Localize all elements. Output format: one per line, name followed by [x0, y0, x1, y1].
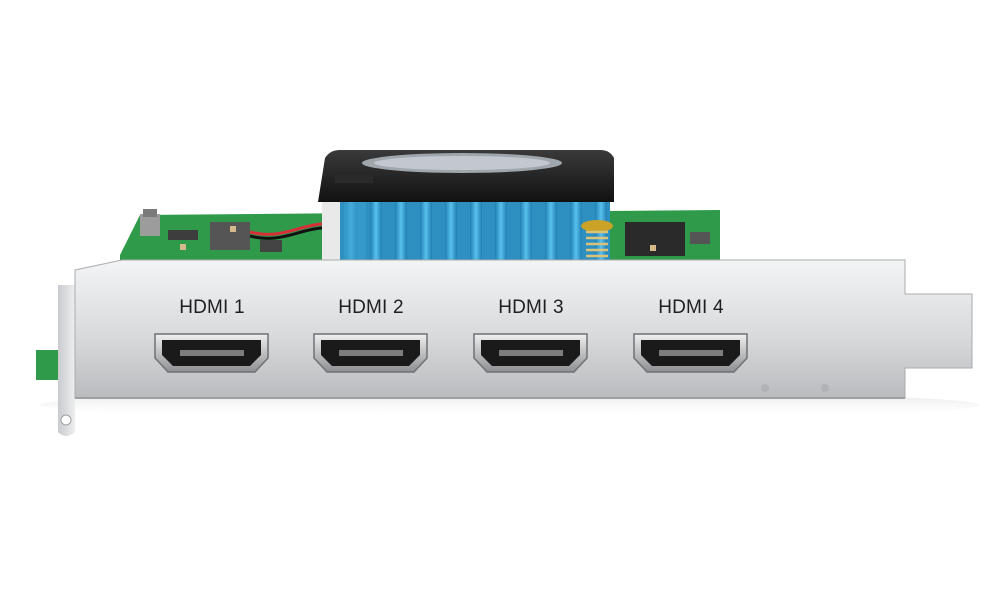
hdmi-port-3	[473, 333, 588, 373]
hdmi-port-1	[154, 333, 269, 373]
hdmi-port-2	[313, 333, 428, 373]
hdmi-port-1-label: HDMI 1	[179, 297, 245, 318]
cooling-fan-icon	[318, 150, 614, 202]
pcie-bracket	[58, 259, 973, 436]
hdmi-port-4-label: HDMI 4	[658, 297, 724, 318]
hdmi-port-2-label: HDMI 2	[338, 297, 404, 318]
heatsink	[322, 196, 610, 264]
hdmi-port-3-label: HDMI 3	[498, 297, 564, 318]
hdmi-port-4	[633, 333, 748, 373]
